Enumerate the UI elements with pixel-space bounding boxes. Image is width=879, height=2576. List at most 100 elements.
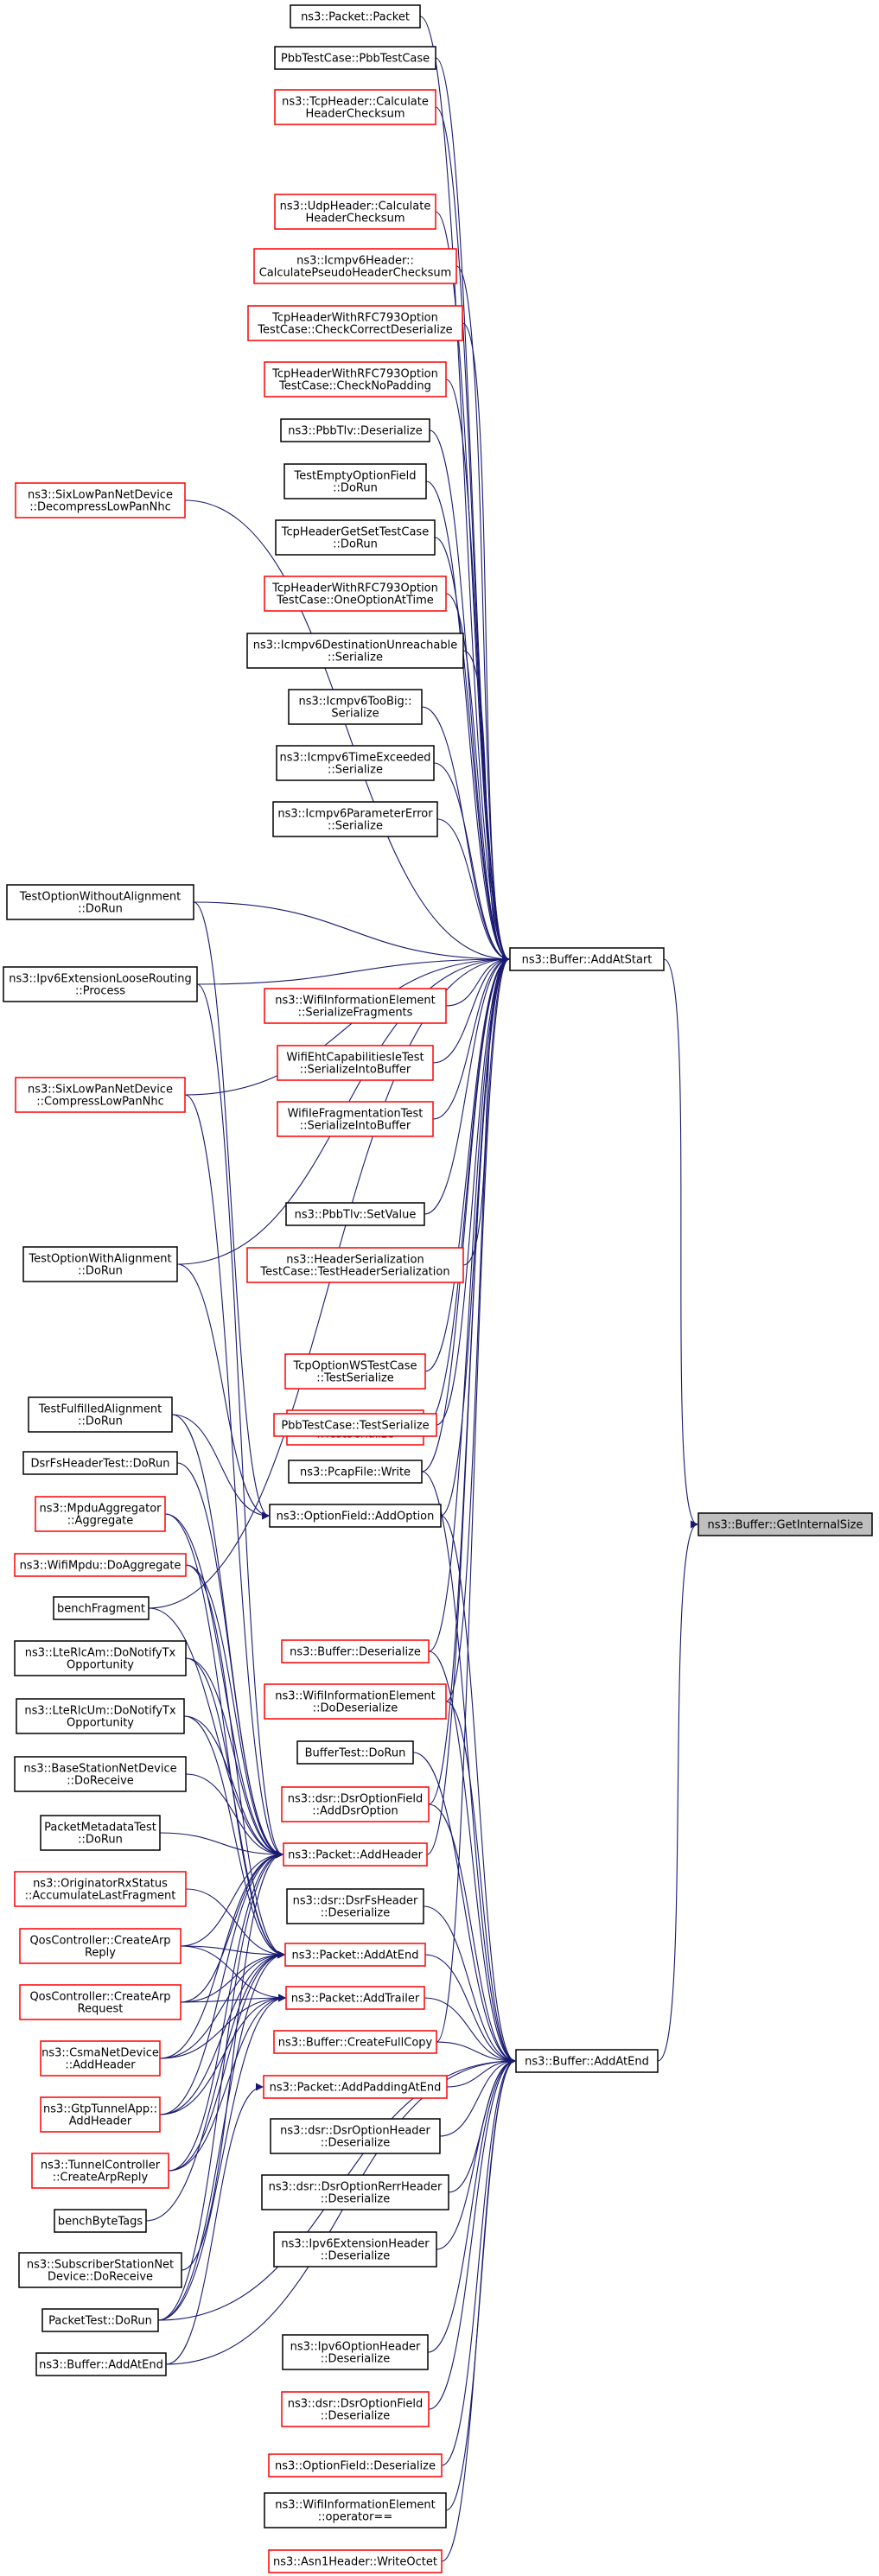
- node-label-line: ns3::WifiInformationElement: [275, 1690, 436, 1703]
- node-dsroptfield_deser[interactable]: ns3::dsr::DsrOptionField::Deserialize: [281, 2391, 430, 2427]
- node-packetmeta[interactable]: PacketMetadataTest::DoRun: [40, 1815, 161, 1851]
- node-icmpv6_timeexc[interactable]: ns3::Icmpv6TimeExceeded::Serialize: [276, 745, 435, 781]
- node-sixlow_comp[interactable]: ns3::SixLowPanNetDevice::CompressLowPanN…: [15, 1077, 186, 1113]
- node-buffer_deser[interactable]: ns3::Buffer::Deserialize: [281, 1639, 430, 1663]
- node-tcp793_nopad[interactable]: TcpHeaderWithRFC793OptionTestCase::Check…: [264, 361, 447, 398]
- node-dsrfsheadertest[interactable]: DsrFsHeaderTest::DoRun: [22, 1451, 178, 1475]
- node-tunnelctrl[interactable]: ns3::TunnelController::CreateArpReply: [31, 2153, 169, 2189]
- node-packettest[interactable]: PacketTest::DoRun: [41, 2308, 159, 2332]
- node-label-line: ns3::Packet::AddTrailer: [291, 1993, 420, 2006]
- edge-basestation-to-packet_addheader: [185, 1773, 283, 1859]
- node-box: [272, 801, 438, 837]
- edge-icmpv6_paramerr-to-addatstart: [436, 818, 510, 964]
- edge-pbbtlv_setvalue-to-addatstart: [424, 955, 510, 1215]
- node-pbbtestser[interactable]: PbbTestCase::TestSerialize: [273, 1413, 437, 1437]
- node-box: [276, 745, 435, 781]
- node-label-line: ns3::dsr::DsrOptionField: [288, 2398, 423, 2411]
- node-tcpgetset[interactable]: TcpHeaderGetSetTestCase::DoRun: [275, 519, 436, 556]
- edge-optionfield_add-to-addatend: [440, 1515, 516, 2065]
- node-icmpv6_paramerr[interactable]: ns3::Icmpv6ParameterError::Serialize: [272, 801, 438, 837]
- node-basestation[interactable]: ns3::BaseStationNetDevice::DoReceive: [14, 1756, 187, 1792]
- node-buffer_fullcopy[interactable]: ns3::Buffer::CreateFullCopy: [273, 2030, 437, 2054]
- node-mpduagg[interactable]: ns3::MpduAggregator::Aggregate: [35, 1496, 166, 1532]
- node-label-line: ns3::Buffer::CreateFullCopy: [278, 2037, 433, 2050]
- node-label-line: TestCase::OneOptionAtTime: [276, 595, 434, 607]
- node-icmpv6_pseudo[interactable]: ns3::Icmpv6Header::CalculatePseudoHeader…: [253, 248, 457, 284]
- node-pbbtlv_deser[interactable]: ns3::PbbTlv::Deserialize: [280, 418, 430, 442]
- node-ipv6ext_deser[interactable]: ns3::Ipv6ExtensionHeader::Deserialize: [273, 2231, 437, 2268]
- node-wifiinfo_dodeser[interactable]: ns3::WifiInformationElement::DoDeseriali…: [264, 1683, 447, 1720]
- edge-wifimpdu-to-packet_addheader: [185, 1564, 283, 1859]
- node-icmpv6_destunreach[interactable]: ns3::Icmpv6DestinationUnreachable::Seria…: [246, 633, 464, 669]
- node-wifieht[interactable]: WifiEhtCapabilitiesIeTest::SerializeInto…: [277, 1045, 434, 1081]
- node-packet_addheader[interactable]: ns3::Packet::AddHeader: [283, 1842, 428, 1867]
- node-box: [41, 2308, 159, 2332]
- node-box: [53, 1596, 150, 1620]
- edge-dsroptfield_deser-to-addatend: [428, 2057, 516, 2410]
- node-packet_addpadding[interactable]: ns3::Packet::AddPaddingAtEnd: [263, 2075, 448, 2099]
- node-originator[interactable]: ns3::OriginatorRxStatus::AccumulateLastF…: [14, 1871, 187, 1907]
- node-testoptwith[interactable]: TestOptionWithAlignment::DoRun: [22, 1246, 178, 1282]
- node-label-line: benchByteTags: [58, 2216, 143, 2229]
- node-buffertest[interactable]: BufferTest::DoRun: [296, 1740, 414, 1765]
- node-testfulfilled[interactable]: TestFulfilledAlignment::DoRun: [28, 1396, 173, 1433]
- node-label-line: ::TestSerialize: [316, 1372, 394, 1385]
- node-pbbtestcase[interactable]: PbbTestCase::PbbTestCase: [274, 46, 436, 70]
- node-optionfield_deser[interactable]: ns3::OptionField::Deserialize: [268, 2453, 443, 2477]
- node-addatend[interactable]: ns3::Buffer::AddAtEnd: [515, 2049, 659, 2073]
- node-dsroptfield_add[interactable]: ns3::dsr::DsrOptionField::AddDsrOption: [281, 1786, 430, 1822]
- node-sixlow_decomp[interactable]: ns3::SixLowPanNetDevice::DecompressLowPa…: [15, 482, 186, 518]
- node-buffer_addatend_left[interactable]: ns3::Buffer::AddAtEnd: [35, 2352, 167, 2376]
- node-dsrfsheader_deser[interactable]: ns3::dsr::DsrFsHeader::Deserialize: [286, 1888, 424, 1924]
- node-box: [246, 633, 464, 669]
- node-label-line: ns3::Buffer::Deserialize: [290, 1646, 421, 1659]
- node-gtptunnel[interactable]: ns3::GtpTunnelApp::AddHeader: [40, 2096, 161, 2133]
- node-packet_addatend[interactable]: ns3::Packet::AddAtEnd: [284, 1943, 426, 1967]
- node-tcp793_correct[interactable]: TcpHeaderWithRFC793OptionTestCase::Check…: [247, 305, 463, 341]
- node-asn1[interactable]: ns3::Asn1Header::WriteOctet: [268, 2549, 443, 2573]
- node-addatstart[interactable]: ns3::Buffer::AddAtStart: [509, 947, 665, 971]
- node-box: [283, 463, 427, 499]
- node-optionfield_add[interactable]: ns3::OptionField::AddOption: [269, 1504, 442, 1528]
- edge-tcp793_correct-to-addatstart: [462, 322, 510, 964]
- node-wifiinfo_opeq[interactable]: ns3::WifiInformationElement::operator==: [264, 2492, 447, 2528]
- node-tcpoptws[interactable]: TcpOptionWSTestCase::TestSerialize: [284, 1353, 426, 1390]
- node-wifiiefrag[interactable]: WifiIeFragmentationTest::SerializeIntoBu…: [277, 1101, 434, 1137]
- node-dsroptheader_deser[interactable]: ns3::dsr::DsrOptionHeader::Deserialize: [270, 2118, 441, 2154]
- node-csma[interactable]: ns3::CsmaNetDevice::AddHeader: [40, 2040, 161, 2077]
- node-testoptwithout[interactable]: TestOptionWithoutAlignment::DoRun: [6, 884, 194, 920]
- node-subscriber[interactable]: ns3::SubscriberStationNetDevice::DoRecei…: [18, 2252, 182, 2288]
- node-label-line: ns3::Icmpv6TooBig::: [298, 696, 411, 709]
- node-benchfragment[interactable]: benchFragment: [53, 1596, 150, 1620]
- node-ipv6ext_loose[interactable]: ns3::Ipv6ExtensionLooseRouting::Process: [3, 966, 198, 1002]
- node-dsroptrerr_deser[interactable]: ns3::dsr::DsrOptionRerrHeader::Deseriali…: [261, 2174, 449, 2210]
- edge-wifiinfo_dodeser-to-addatstart: [445, 955, 510, 1702]
- node-headerser[interactable]: ns3::HeaderSerializationTestCase::TestHe…: [246, 1247, 464, 1283]
- node-packet_addtrailer[interactable]: ns3::Packet::AddTrailer: [285, 1986, 425, 2010]
- node-benchbytetags[interactable]: benchByteTags: [54, 2209, 147, 2233]
- edge-benchfragment-to-packet_addheader: [148, 1607, 283, 1859]
- node-qos_reply[interactable]: QosController::CreateArpReply: [19, 1928, 182, 1964]
- edge-qos_reply-to-packet_addheader: [180, 1850, 283, 1947]
- edge-pbbtlv_deser-to-addatstart: [429, 429, 510, 964]
- node-pbbtlv_setvalue[interactable]: ns3::PbbTlv::SetValue: [285, 1202, 425, 1226]
- node-packet_ctor[interactable]: ns3::Packet::Packet: [290, 4, 421, 29]
- node-testemptyoption[interactable]: TestEmptyOptionField::DoRun: [283, 463, 427, 499]
- node-ipv6optheader_deser[interactable]: ns3::Ipv6OptionHeader::Deserialize: [282, 2334, 429, 2370]
- node-label-line: TestOptionWithoutAlignment: [19, 891, 181, 904]
- node-label-line: TestCase::CheckCorrectDeserialize: [257, 324, 452, 337]
- node-wifiinfo_serfrag[interactable]: ns3::WifiInformationElement::SerializeFr…: [264, 988, 447, 1024]
- node-icmpv6_toobig[interactable]: ns3::Icmpv6TooBig::Serialize: [288, 689, 423, 725]
- node-tcp793_one[interactable]: TcpHeaderWithRFC793OptionTestCase::OneOp…: [264, 576, 447, 612]
- node-wifimpdu[interactable]: ns3::WifiMpdu::DoAggregate: [14, 1553, 187, 1577]
- node-label-line: ::CreateArpReply: [53, 2172, 149, 2185]
- node-pcapwrite[interactable]: ns3::PcapFile::Write: [288, 1460, 423, 1484]
- edge-ipv6ext_deser-to-addatend: [436, 2057, 516, 2250]
- node-box: [22, 1246, 178, 1282]
- node-label-line: ns3::TcpHeader::Calculate: [282, 96, 429, 109]
